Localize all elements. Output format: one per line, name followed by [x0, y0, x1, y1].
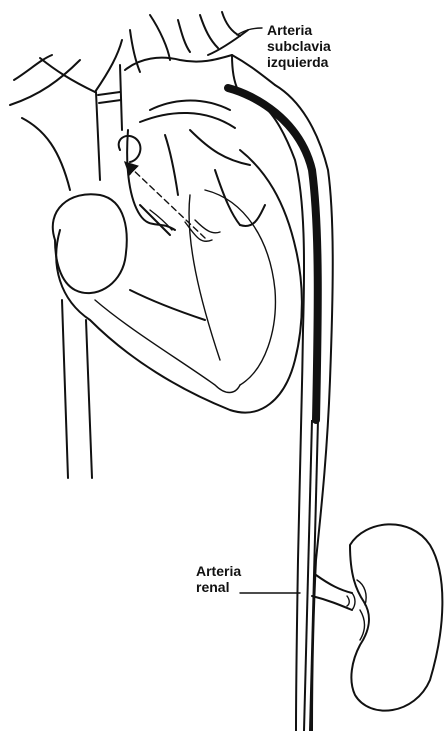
label-renal-line-1: Arteria: [196, 563, 241, 579]
label-subclavian-line-1: Arteria: [267, 22, 331, 38]
aortic-arch: [125, 55, 275, 128]
label-renal-artery: Arteria renal: [196, 563, 241, 595]
heart: [53, 130, 302, 413]
label-leaders: [237, 28, 300, 593]
label-subclavian-line-3: izquierda: [267, 54, 331, 70]
upper-vessels: [10, 12, 248, 190]
label-subclavian-artery: Arteria subclavia izquierda: [267, 22, 331, 70]
inferior-vena-cava: [62, 300, 92, 478]
label-renal-line-2: renal: [196, 579, 241, 595]
superior-vena-cava: [96, 65, 122, 180]
label-subclavian-line-2: subclavia: [267, 38, 331, 54]
renal-artery: [312, 575, 355, 610]
kidney: [350, 524, 442, 710]
catheter: [228, 88, 318, 731]
